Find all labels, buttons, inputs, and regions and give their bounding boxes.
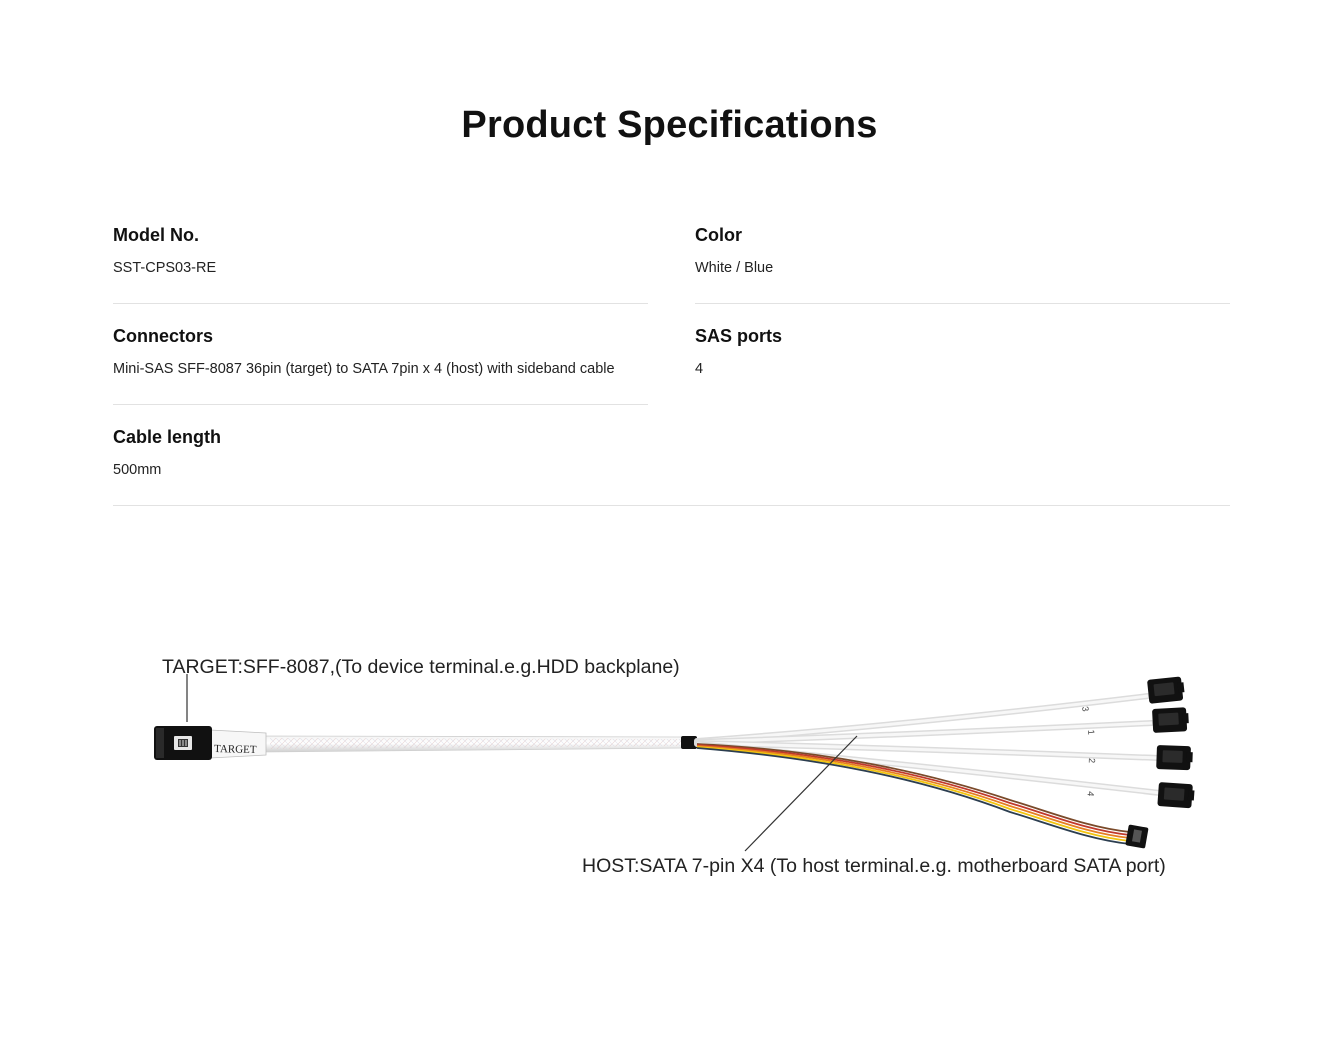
spec-model-label: Model No. <box>113 225 199 245</box>
spec-connectors-label: Connectors <box>113 326 214 346</box>
port-number-3: 3 <box>1080 706 1091 713</box>
split-collar <box>681 736 697 749</box>
spec-color-label: Color <box>695 225 742 245</box>
spec-cable-length-label: Cable length <box>113 427 222 447</box>
sata-connector-1 <box>1152 707 1189 733</box>
spec-cable-length-value: 500mm <box>113 462 162 478</box>
target-sleeve-label: TARGET <box>214 743 257 756</box>
spec-model-value: SST-CPS03-RE <box>113 260 217 276</box>
spec-cable-length: Cable length 500mm <box>113 405 648 506</box>
spec-connectors-value: Mini-SAS SFF-8087 36pin (target) to SATA… <box>113 361 615 377</box>
spec-sas-ports-label: SAS ports <box>695 326 783 346</box>
port-number-4: 4 <box>1085 791 1095 797</box>
target-callout: TARGET:SFF-8087,(To device terminal.e.g.… <box>162 656 680 678</box>
spec-sas-ports-value: 4 <box>695 361 704 377</box>
spec-table-bottom-rule <box>113 505 1230 506</box>
port-number-1: 1 <box>1086 729 1096 735</box>
host-callout: HOST:SATA 7-pin X4 (To host terminal.e.g… <box>582 855 1166 877</box>
sideband-wires <box>696 743 1131 845</box>
port-number-2: 2 <box>1087 758 1097 763</box>
sata-connector-4 <box>1157 782 1195 809</box>
spec-model: Model No. SST-CPS03-RE <box>113 203 648 304</box>
spec-color-value: White / Blue <box>695 260 774 276</box>
sideband-connector <box>1125 824 1149 849</box>
host-leader-line <box>744 735 858 852</box>
sata-connector-2 <box>1156 745 1193 771</box>
spec-sas-ports: SAS ports 4 <box>695 304 1230 405</box>
page-title: Product Specifications <box>461 104 878 146</box>
spec-color: Color White / Blue <box>695 203 1230 304</box>
cable-diagram: TARGET <box>154 674 1195 852</box>
sata-connector-3 <box>1147 676 1185 704</box>
spec-connectors: Connectors Mini-SAS SFF-8087 36pin (targ… <box>113 304 648 405</box>
sff-8087-connector <box>154 726 212 760</box>
